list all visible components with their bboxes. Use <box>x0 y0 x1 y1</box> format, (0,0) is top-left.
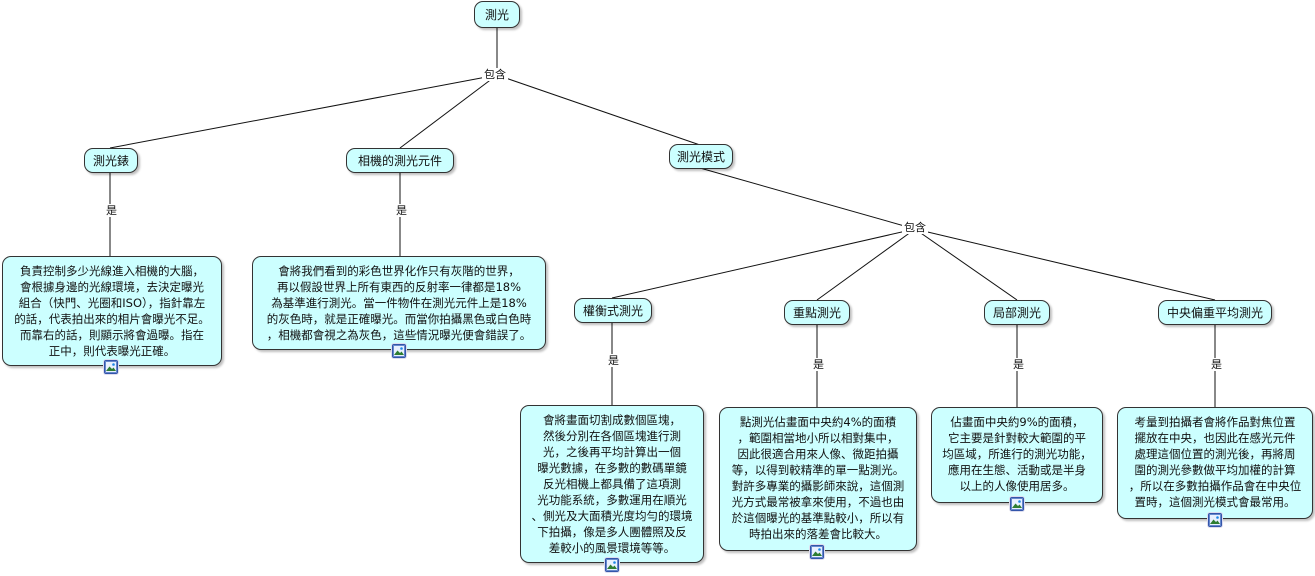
concept-center[interactable]: 中央偏重平均測光 <box>1158 300 1272 325</box>
description-line: 以上的人像使用居多。 <box>959 479 1075 493</box>
description-line: 差較小的風景環境等等。 <box>548 541 676 555</box>
description-line: 組合（快門、光圈和ISO），指針靠左 <box>18 296 206 310</box>
concept-root[interactable]: 測光 <box>474 1 520 28</box>
image-resource-icon-glyph <box>1209 514 1221 526</box>
description-line: 會將畫面切割成數個區塊， <box>543 413 681 427</box>
link-weighted-is: 是 <box>606 354 621 367</box>
concept-mode[interactable]: 測光模式 <box>669 144 733 169</box>
link-mode-contains: 包含 <box>902 221 928 234</box>
link-root-contains: 包含 <box>482 68 508 81</box>
description-line: 、側光及大面積光度均勻的環境 <box>531 509 693 523</box>
concept-label: 測光 <box>484 8 509 22</box>
image-resource-icon-glyph <box>105 361 117 373</box>
image-resource-icon[interactable] <box>1010 497 1024 511</box>
description-line: 擺放在中央，也因此在感光元件 <box>1134 431 1296 445</box>
image-resource-icon[interactable] <box>810 545 824 559</box>
image-resource-icon-glyph <box>393 345 405 357</box>
concept-label: 權衡式測光 <box>582 304 643 318</box>
description-line: 因此很適合用來人像、微距拍攝 <box>737 447 899 461</box>
description-line: ，相機都會視之為灰色，這些情況曝光便會錯誤了。 <box>266 328 532 342</box>
description-line: ，所以在多數拍攝作品會在中央位 <box>1128 479 1302 493</box>
description-spot[interactable]: 點測光佔畫面中央約4%的面積 ，範圍相當地小所以相對集中， 因此很適合用來人像、… <box>719 407 917 551</box>
description-line: 曝光數據，在多數的數碼單鏡 <box>537 461 687 475</box>
concept-label: 局部測光 <box>992 306 1041 320</box>
description-line: 而靠右的話，則顯示將會過曝。指在 <box>20 328 204 342</box>
image-resource-icon-glyph <box>811 546 823 558</box>
concept-camera-element[interactable]: 相機的測光元件 <box>346 148 454 173</box>
description-line: 等，以得到較精準的單一點測光。 <box>731 463 905 477</box>
description-line: 均區域，所進行的測光功能， <box>942 447 1092 461</box>
description-weighted[interactable]: 會將畫面切割成數個區塊， 然後分別在各個區塊進行測 光，之後再平均計算出一個 曝… <box>520 405 704 563</box>
description-line: 點測光佔畫面中央約4%的面積 <box>739 415 897 429</box>
description-line: 光方式最常被拿來使用，不過也由 <box>731 495 905 509</box>
description-line: 對許多專業的攝影師來說，這個測 <box>731 479 905 493</box>
link-camera-is: 是 <box>394 204 409 217</box>
concept-label: 中央偏重平均測光 <box>1166 306 1263 320</box>
description-line: 下拍攝，像是多人團體照及反 <box>537 525 687 539</box>
description-line: 處理這個位置的測光後，再將周 <box>1134 447 1296 461</box>
image-resource-icon-glyph <box>1011 498 1023 510</box>
description-line: 考量到拍攝者會將作品對焦位置 <box>1134 415 1296 429</box>
description-line: 應用在生態、活動或是半身 <box>948 463 1086 477</box>
concept-label: 相機的測光元件 <box>357 154 442 168</box>
description-center[interactable]: 考量到拍攝者會將作品對焦位置 擺放在中央，也因此在感光元件 處理這個位置的測光後… <box>1117 407 1313 519</box>
description-line: 為基準進行測光。當一件物件在測光元件上是18% <box>271 296 527 310</box>
description-line: 圍的測光參數做平均加權的計算 <box>1134 463 1296 477</box>
link-center-is: 是 <box>1209 358 1224 371</box>
description-line: 時拍出來的落差會比較大。 <box>749 527 887 541</box>
image-resource-icon[interactable] <box>104 360 118 374</box>
link-meter-is: 是 <box>104 204 119 217</box>
description-line: 於這個曝光的基準點較小，所以有 <box>731 511 905 525</box>
description-line: 它主要是針對較大範圍的平 <box>948 431 1086 445</box>
description-line: 會根據身邊的光線環境，去決定曝光 <box>20 280 204 294</box>
link-spot-is: 是 <box>811 358 826 371</box>
description-line: ，範圍相當地小所以相對集中， <box>737 431 899 445</box>
description-line: 佔畫面中央約9%的面積， <box>950 415 1084 429</box>
description-line: 再以假設世界上所有東西的反射率一律都是18% <box>276 280 522 294</box>
description-line: 會將我們看到的彩色世界化作只有灰階的世界， <box>278 264 520 278</box>
description-line: 然後分別在各個區塊進行測 <box>543 429 681 443</box>
description-line: 光，之後再平均計算出一個 <box>543 445 681 459</box>
image-resource-icon[interactable] <box>605 558 619 572</box>
concept-label: 測光模式 <box>676 150 725 164</box>
description-camera-element[interactable]: 會將我們看到的彩色世界化作只有灰階的世界， 再以假設世界上所有東西的反射率一律都… <box>252 256 546 350</box>
description-line: 的灰色時，就是正確曝光。而當你拍攝黑色或白色時 <box>266 312 532 326</box>
description-line: 正中，則代表曝光正確。 <box>48 344 176 358</box>
description-line: 負責控制多少光線進入相機的大腦， <box>20 264 204 278</box>
description-line: 反光相機上都具備了這項測 <box>543 477 681 491</box>
link-partial-is: 是 <box>1011 358 1026 371</box>
description-line: 光功能系統，多數運用在順光 <box>537 493 687 507</box>
concept-partial[interactable]: 局部測光 <box>984 300 1050 325</box>
image-resource-icon-glyph <box>606 559 618 571</box>
image-resource-icon[interactable] <box>392 344 406 358</box>
concept-label: 測光錶 <box>92 154 129 168</box>
description-line: 置時，這個測光模式會最常用。 <box>1134 495 1296 509</box>
description-line: 的話，代表拍出來的相片會曝光不足。 <box>14 312 210 326</box>
concept-label: 重點測光 <box>792 306 841 320</box>
description-meter[interactable]: 負責控制多少光線進入相機的大腦， 會根據身邊的光線環境，去決定曝光 組合（快門、… <box>2 256 222 366</box>
concept-weighted[interactable]: 權衡式測光 <box>574 298 652 323</box>
concept-meter[interactable]: 測光錶 <box>84 148 138 173</box>
concept-spot[interactable]: 重點測光 <box>784 300 850 325</box>
image-resource-icon[interactable] <box>1208 513 1222 527</box>
description-partial[interactable]: 佔畫面中央約9%的面積， 它主要是針對較大範圍的平 均區域，所進行的測光功能， … <box>931 407 1103 503</box>
